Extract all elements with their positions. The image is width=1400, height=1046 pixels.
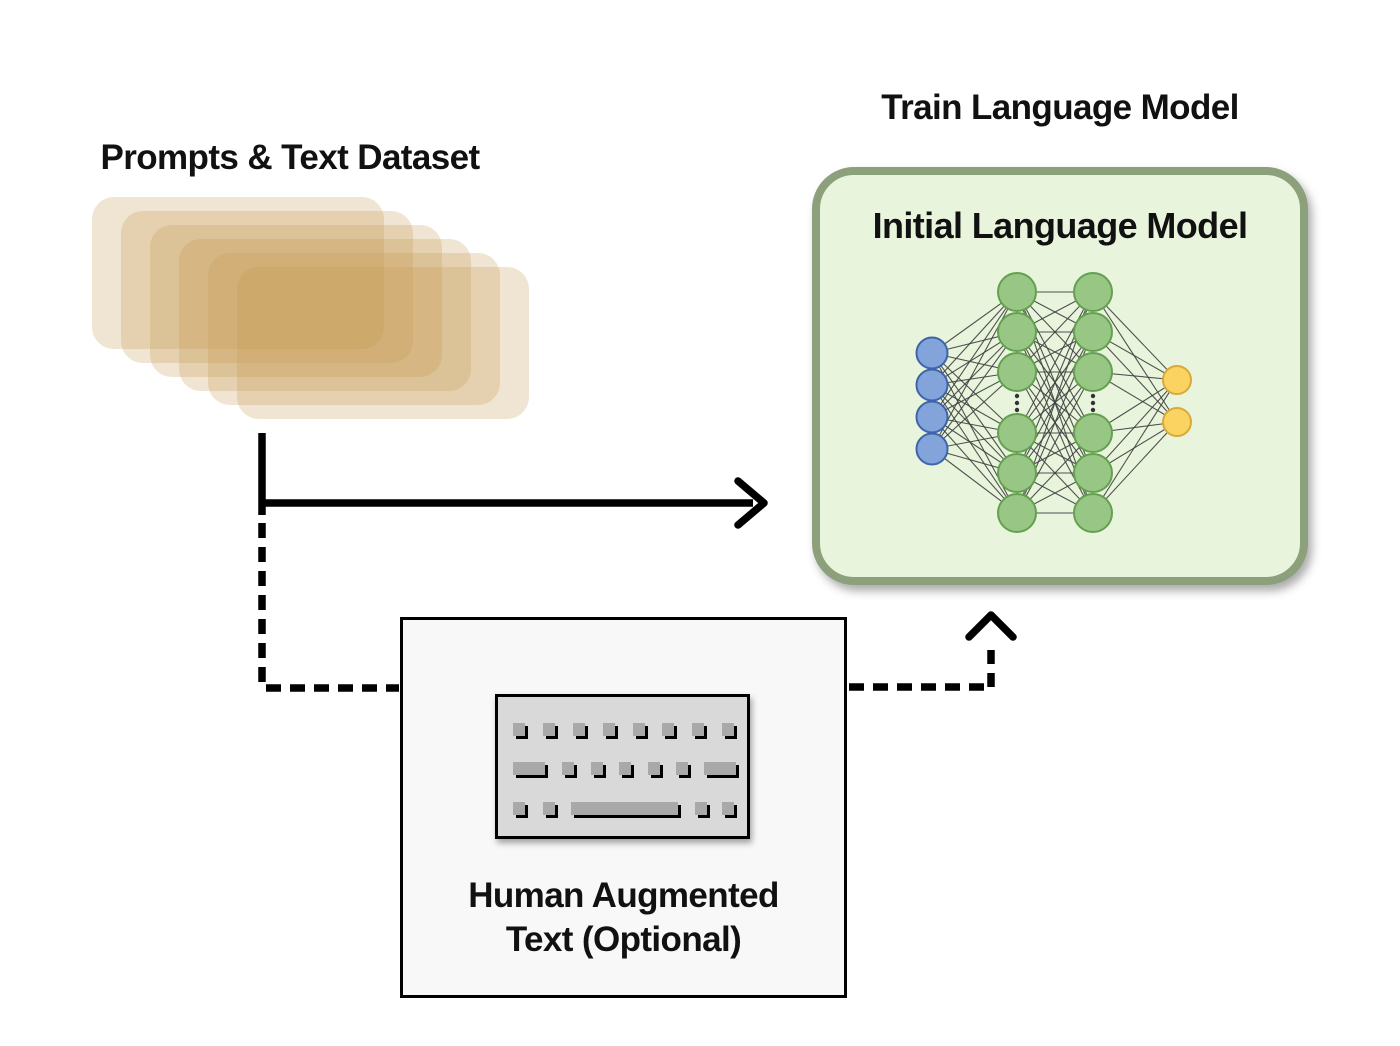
prompts-dataset-label: Prompts & Text Dataset — [100, 138, 480, 177]
solid-arrow-head-icon — [734, 477, 768, 529]
nn-ellipsis-dot — [1014, 393, 1020, 399]
keyboard-key — [676, 762, 688, 775]
nn-ellipsis-dot — [1090, 400, 1096, 406]
nn-ellipsis-dot — [1090, 407, 1096, 413]
keyboard-key — [513, 802, 525, 815]
nn-node-hidden-2 — [1073, 352, 1113, 392]
keyboard-key — [573, 723, 585, 736]
nn-node-hidden-2 — [1073, 413, 1113, 453]
keyboard-key — [722, 723, 734, 736]
dataset-card — [150, 225, 442, 377]
nn-ellipsis-dot — [1014, 407, 1020, 413]
nn-node-hidden-2 — [1073, 272, 1113, 312]
dataset-card — [121, 211, 413, 363]
nn-node-hidden-1 — [997, 493, 1037, 533]
keyboard-key — [722, 802, 734, 815]
human-label-line2: Text (Optional) — [505, 920, 742, 959]
human-augmented-text-box: Human Augmented Text (Optional) — [400, 617, 847, 998]
nn-node-hidden-1 — [997, 413, 1037, 453]
nn-node-hidden-1 — [997, 453, 1037, 493]
keyboard-key — [695, 802, 707, 815]
nn-node-hidden-1 — [997, 272, 1037, 312]
keyboard-key — [543, 723, 555, 736]
keyboard-key — [562, 762, 574, 775]
dataset-card — [208, 253, 500, 405]
keyboard-key — [619, 762, 631, 775]
keyboard-key — [571, 802, 678, 815]
dataset-card — [237, 267, 529, 419]
keyboard-key — [692, 723, 704, 736]
train-language-model-heading: Train Language Model — [881, 88, 1239, 127]
dataset-card — [92, 197, 384, 349]
nn-node-hidden-1 — [997, 352, 1037, 392]
initial-language-model-box: Initial Language Model — [812, 167, 1308, 585]
nn-node-input — [915, 336, 949, 370]
keyboard-key — [648, 762, 660, 775]
prompts-dataset-stack — [92, 197, 529, 419]
nn-node-hidden-1 — [997, 312, 1037, 352]
dataset-card — [179, 239, 471, 391]
keyboard-key — [704, 762, 736, 775]
keyboard-key — [633, 723, 645, 736]
keyboard-key — [543, 802, 555, 815]
human-augmented-text-label: Human Augmented Text (Optional) — [403, 874, 844, 962]
nn-ellipsis-dot — [1014, 400, 1020, 406]
nn-node-hidden-2 — [1073, 493, 1113, 533]
nn-node-input — [915, 400, 949, 434]
nn-node-input — [915, 432, 949, 466]
keyboard-key — [603, 723, 615, 736]
nn-node-hidden-2 — [1073, 312, 1113, 352]
dashed-arrow-head-up-icon — [965, 611, 1017, 641]
keyboard-key — [513, 723, 525, 736]
keyboard-key — [662, 723, 674, 736]
keyboard-icon — [495, 694, 750, 839]
keyboard-key — [591, 762, 603, 775]
human-label-line1: Human Augmented — [468, 876, 779, 915]
nn-ellipsis-dot — [1090, 393, 1096, 399]
keyboard-key — [513, 762, 545, 775]
initial-language-model-label: Initial Language Model — [872, 205, 1248, 246]
nn-node-output — [1162, 407, 1192, 437]
nn-node-hidden-2 — [1073, 453, 1113, 493]
nn-node-input — [915, 368, 949, 402]
neural-network-icon — [915, 272, 1192, 533]
nn-node-output — [1162, 365, 1192, 395]
